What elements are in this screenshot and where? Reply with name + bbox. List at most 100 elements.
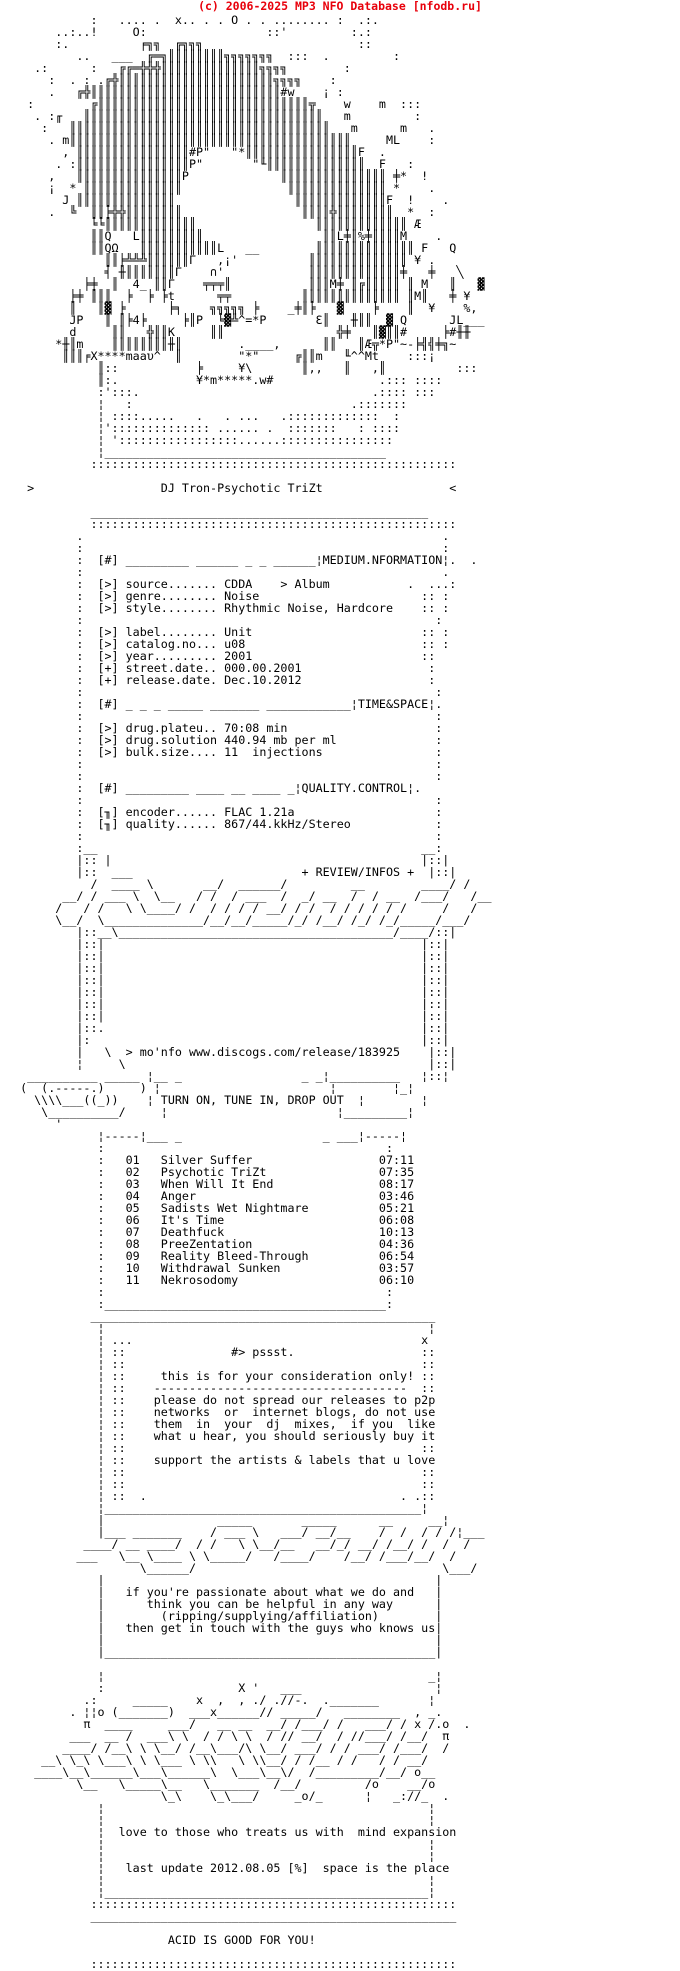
- nfo-line: :_______________________________________…: [6, 1297, 394, 1311]
- nfo-line: : [╖] quality...... 867/44.kkHz/Stereo :: [6, 817, 443, 831]
- nfo-line: ║║QΩ ║║║║║║║║║║║L __ ║║║║║║║║║║║║║║ F Q: [6, 241, 457, 255]
- nfo-line: ¦ : .:::::::: [6, 397, 408, 411]
- nfo-line: : :: [6, 709, 443, 723]
- nfo-line: : 07 Deathfuck 10:13: [6, 1225, 415, 1239]
- nfo-line: ¦ ':::::::::::::::::......::::::::::::::…: [6, 433, 394, 447]
- nfo-line: : ║║║║║║║║║║║║║║║║║║║║║║║║║║║║║║║║║║║║║ …: [6, 121, 436, 135]
- nfo-line: : :: [6, 769, 443, 783]
- nfo-line: . .: [6, 529, 450, 543]
- nfo-line: ____/ /__\ \ \__/ /__\___/\ \__/ ___/ / …: [6, 1741, 450, 1755]
- nfo-line: ____\__\______\___\______\ \___\__\/ /__…: [6, 1765, 436, 1779]
- nfo-line: ..:..! O: ::' :.:: [6, 25, 372, 39]
- nfo-line: ║ ║▓ ╞ ╞╕ ╗╗╗╗╗ ╞ _╪║╞ ▓ ╞ ║ ¥ %,: [6, 301, 478, 315]
- nfo-line: . :╓ ║║║║║║║║║║║║║║║║║║║║║║║║║║║║║║║║║║ …: [6, 109, 422, 123]
- nfo-line: : 10 Withdrawal Sunken 03:57: [6, 1261, 415, 1275]
- nfo-line: |_______________________________________…: [6, 1645, 443, 1659]
- nfo-line: : :: [6, 829, 443, 843]
- nfo-line: |::| |::|: [6, 937, 450, 951]
- nfo-line: ___ __ / ___\ \ / / \ \ / // __/ / //___…: [6, 1729, 450, 1743]
- nfo-line: / ____ \ __/ ______/ __ ____/ /: [6, 877, 471, 891]
- nfo-line: ::::::::::::::::::::::::::::::::::::::::…: [6, 457, 457, 471]
- nfo-line: ║:: ╞ ¥\ ║,, ║ ,║ :::: [6, 361, 478, 375]
- nfo-line: JP ║ ║╞4╞ ╞║P ╘▓╩^=*P Ɛ║ ╫║║ ▓ Q JL___: [6, 313, 485, 327]
- nfo-line: :__ __:: [6, 841, 443, 855]
- nfo-line: ________________________________________…: [6, 1909, 457, 1923]
- nfo-line: ║║╞╩╩╩║║║║║║Γ ,¡' ║║║║║║║║║║║║║║ ¥ .: [6, 253, 436, 267]
- nfo-line: .: _____ x , , ./ .//-. ._______ ¦: [6, 1693, 436, 1707]
- nfo-line: d ║║ ╬║║K ║║ ╬╪ ║▓║║# ╞#╫╫: [6, 325, 506, 339]
- nfo-line: | \ > mo'nfo www.discogs.com/release/183…: [6, 1045, 457, 1059]
- nfo-line: ¦ ¦: [6, 1801, 436, 1815]
- nfo-line: \_\ \_\___/ _o/_ ¦ _://_ .: [6, 1789, 450, 1803]
- nfo-line: . ╚ ║║╞╬╬║║║║║║║║ ║║║║╬║║║║║║║║ * :: [6, 205, 436, 219]
- nfo-line: / / / \ \____/ / / / / / __/ / / / / / /…: [6, 901, 478, 915]
- nfo-line: | |: [6, 1573, 443, 1587]
- nfo-line: | think you can be helpful in any way |: [6, 1597, 443, 1611]
- nfo-line: ╞╪ ║ 4_ ║║Γ ╤╤╤║ ║║║M╪ ║╔║║║║║ ║ M ║ ▓: [6, 277, 485, 291]
- nfo-line: ¦ _¦: [6, 1669, 443, 1683]
- nfo-line: | then get in touch with the guys who kn…: [6, 1621, 443, 1635]
- nfo-line: \__ \_____\__ \_______ /__/ /o __/o: [6, 1777, 436, 1791]
- nfo-line: ¡ * ║║║║║║║║║║║║║║ ║║║║║║║║║║║║║║ * .: [6, 181, 436, 195]
- nfo-line: __/ / ___ \ \__ / / / ___ / _/ __ / / __…: [6, 889, 492, 903]
- nfo-line: . ╔╬║║║║║║║║║║║║║║║║║║║║║║║║║║║#w ¡ :: [6, 85, 344, 99]
- nfo-line: \\\\___((_)) ¦ TURN ON, TUNE IN, DROP OU…: [6, 1093, 429, 1107]
- nfo-line: ¦ :: this is for your consideration only…: [6, 1369, 436, 1383]
- nfo-line: : :: [6, 757, 443, 771]
- nfo-line: π ____ ___/ __ __ __/ /___/ / ___/ / x /…: [6, 1717, 471, 1731]
- nfo-line: : 04 Anger 03:46: [6, 1189, 415, 1203]
- nfo-line: |:: | |::|: [6, 853, 450, 867]
- nfo-line: ¦':::::::::::::: ...... . ::::::: : ::::: [6, 421, 401, 435]
- nfo-line: : [>] drug.plateu.. 70:08 min :: [6, 721, 443, 735]
- nfo-line: ¦ :: support the artists & labels that u…: [6, 1453, 436, 1467]
- nfo-line: __\ \_\ \___\ \ \___ \ \\ \ \\__/ / /__ …: [6, 1753, 429, 1767]
- nfo-line: ': [6, 1117, 401, 1131]
- nfo-line: ¦ :: -----------------------------------…: [6, 1381, 436, 1395]
- nfo-line: |::| |::|: [6, 1009, 450, 1023]
- nfo-line: : :: [6, 613, 443, 627]
- nfo-line: \__________/ ¦ ¦_________¦: [6, 1105, 415, 1119]
- nfo-line: |:: ___ + REVIEW/INFOS + |::|: [6, 865, 457, 879]
- nfo-line: ¦ ¦: [6, 1813, 436, 1827]
- nfo-line: ¦_______________________________________…: [6, 1501, 429, 1515]
- nfo-line: :':::. .:::: :::: [6, 385, 436, 399]
- nfo-line: ::::::::::::::::::::::::::::::::::::::::…: [6, 1957, 457, 1971]
- nfo-line: : 02 Psychotic TriZt 07:35: [6, 1165, 415, 1179]
- nfo-line: ::::::::::::::::::::::::::::::::::::::::…: [6, 1897, 457, 1911]
- nfo-line: : . : .╔╬║║║║║║║║║║║║║║║║║║║║║║╗╗╗╗ :: [6, 73, 337, 87]
- nfo-line: ¦ :: ::: [6, 1441, 436, 1455]
- nfo-line: : ╔║║║║║║║║║║║║║║║║║║║║║║║║║║║║║║╦ w m :…: [6, 97, 422, 111]
- nfo-line: : [>] source....... CDDA > Album . ...:: [6, 577, 457, 591]
- nfo-line: : .: [6, 565, 450, 579]
- nfo-line: J ║║║║║║║║║║║║║║ ║║║║║║║║║║║║║F ! .: [6, 193, 450, 207]
- nfo-line: *╫║m ║║║║║║║║╫║ .____, ║║ ║Æ╦*P"~-╞╣╣╪╗~: [6, 337, 457, 351]
- nfo-line: : [+] street.date.. 000.00.2001 :: [6, 661, 436, 675]
- nfo-line: : :: [6, 685, 443, 699]
- nfo-line: |: |::|: [6, 1033, 450, 1047]
- nfo-line: : [>] label........ Unit :: :: [6, 625, 450, 639]
- nfo-line: : :: [6, 1285, 394, 1299]
- nfo-line: .: : ╔╔═╬╬╬║║║║║║║║║║║║║║╗╗╗╗ :: [6, 61, 351, 75]
- nfo-text: : .... . x.. . . O . . ........ : .:. ..…: [6, 14, 506, 1970]
- nfo-line: ¦ ¦: [6, 1849, 436, 1863]
- nfo-line: : 03 When Will It End 08:17: [6, 1177, 415, 1191]
- nfo-line: : [>] bulk.size.... 11 injections :: [6, 745, 443, 759]
- nfo-line: : .... . x.. . . O . . ........ : .:.: [6, 13, 379, 27]
- nfo-line: . m║║║║║║║║║║║║║║║║║║║║║║║║║║║║║║║║║║║║║…: [6, 133, 436, 147]
- nfo-line: : 05 Sadists Wet Nightmare 05:21: [6, 1201, 415, 1215]
- nfo-line: ¦_______________________________________…: [6, 1885, 436, 1899]
- nfo-line: ║║Q L║║║║║║║║║ ║║L╪║%╪║║║║M .: [6, 229, 443, 243]
- nfo-line: . ¦¦o (_______) ___x______// _____/ ____…: [6, 1705, 443, 1719]
- nfo-line: ¦ love to those who treats us with mind …: [6, 1825, 457, 1839]
- nfo-line: ________________________________________…: [6, 505, 429, 519]
- nfo-line: : :: [6, 793, 443, 807]
- nfo-line: : 06 It's Time 06:08: [6, 1213, 415, 1227]
- nfo-line: | _____ _____ __ __¦: [6, 1513, 450, 1527]
- nfo-line: ACID IS GOOD FOR YOU!: [6, 1933, 316, 1947]
- nfo-line: : [╖] encoder...... FLAC 1.21a :: [6, 805, 443, 819]
- nfo-line: ¦ ¦: [6, 1321, 436, 1335]
- nfo-line: : 08 PreeZentation 04:36: [6, 1237, 415, 1251]
- nfo-line: \__/ \______________/__/__/_____/_/ /__/…: [6, 913, 471, 927]
- nfo-line: |::| |::|: [6, 973, 450, 987]
- nfo-line: : 11 Nekrosodomy 06:10: [6, 1273, 415, 1287]
